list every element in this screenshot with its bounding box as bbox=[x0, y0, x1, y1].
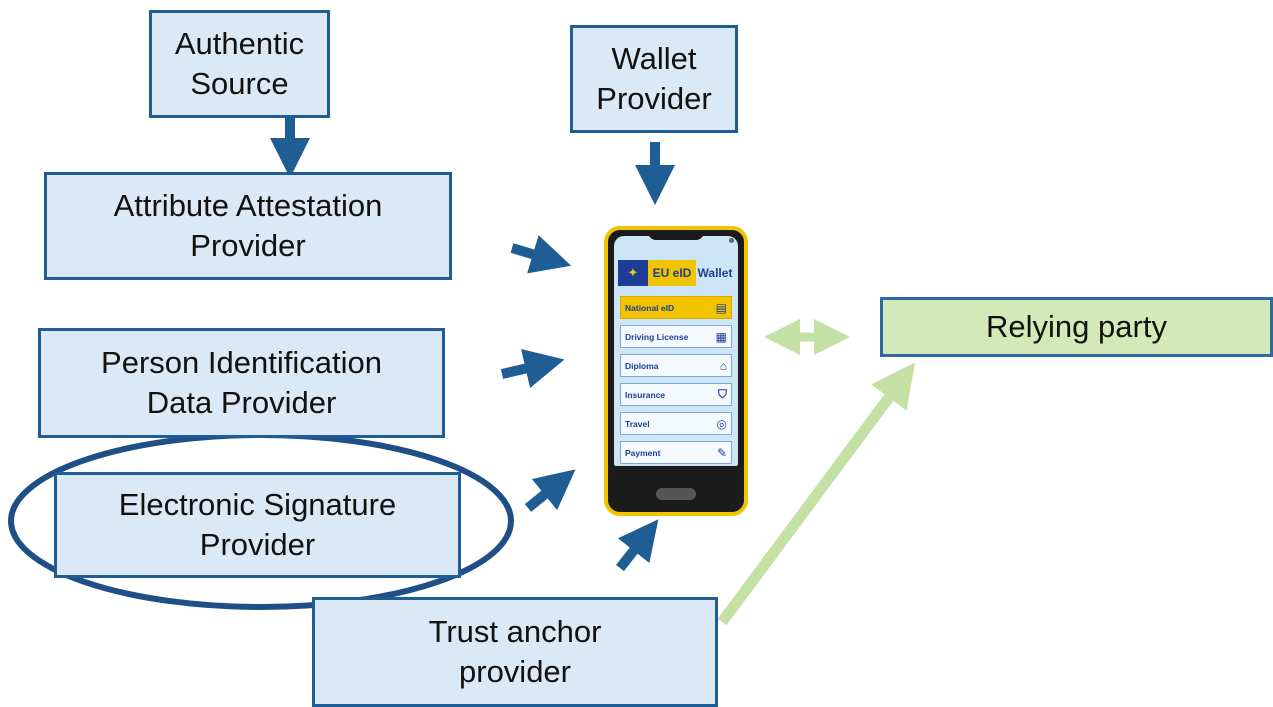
pen-icon: ✎ bbox=[716, 445, 727, 460]
wallet-provider-box: Wallet Provider bbox=[570, 25, 738, 133]
license-card-icon: ▦ bbox=[715, 329, 727, 344]
wallet-item-insurance: Insurance ⛉ bbox=[620, 383, 732, 406]
arrow-trust-to-phone bbox=[616, 519, 659, 572]
wallet-item-driving-license: Driving License ▦ bbox=[620, 325, 732, 348]
relying-party-box: Relying party bbox=[880, 297, 1273, 357]
camera-icon bbox=[729, 238, 734, 243]
eu-eid-wallet-phone: ✦ EU eID Wallet National eID ▤ Driving L… bbox=[604, 226, 748, 516]
wallet-item-label: Driving License bbox=[625, 331, 689, 342]
wallet-item-label: Insurance bbox=[625, 389, 666, 400]
phone-notch bbox=[648, 230, 704, 240]
wallet-header: ✦ EU eID Wallet bbox=[618, 260, 734, 286]
arrow-esig-to-phone bbox=[524, 469, 576, 512]
graduation-cap-icon: ⌂ bbox=[719, 358, 727, 373]
wallet-items: National eID ▤ Driving License ▦ Diploma… bbox=[620, 296, 732, 470]
wallet-item-payment: Payment ✎ bbox=[620, 441, 732, 464]
electronic-signature-provider-box: Electronic Signature Provider bbox=[54, 472, 461, 578]
id-card-icon: ▤ bbox=[715, 300, 727, 315]
eu-flag-icon: ✦ bbox=[618, 260, 648, 286]
home-button bbox=[656, 488, 696, 500]
phone-screen: ✦ EU eID Wallet National eID ▤ Driving L… bbox=[614, 236, 738, 466]
wallet-item-national-eid: National eID ▤ bbox=[620, 296, 732, 319]
globe-icon: ◎ bbox=[716, 416, 727, 431]
person-identification-data-provider-box: Person Identification Data Provider bbox=[38, 328, 445, 438]
wallet-item-travel: Travel ◎ bbox=[620, 412, 732, 435]
authentic-source-box: Authentic Source bbox=[149, 10, 330, 118]
trust-anchor-provider-box: Trust anchor provider bbox=[312, 597, 718, 707]
wallet-item-label: Diploma bbox=[625, 360, 659, 371]
wallet-item-label: Travel bbox=[625, 418, 650, 429]
arrow-trust-to-relying bbox=[717, 362, 916, 626]
wallet-header-wallet: Wallet bbox=[696, 260, 734, 286]
attribute-attestation-provider-box: Attribute Attestation Provider bbox=[44, 172, 452, 280]
wallet-item-diploma: Diploma ⌂ bbox=[620, 354, 732, 377]
wallet-item-label: Payment bbox=[625, 447, 661, 458]
arrow-pid-to-phone bbox=[500, 349, 565, 389]
arrow-attestation-to-phone bbox=[510, 235, 572, 274]
shield-icon: ⛉ bbox=[717, 387, 727, 401]
wallet-item-label: National eID bbox=[625, 302, 675, 313]
wallet-header-eu: EU eID bbox=[648, 260, 696, 286]
